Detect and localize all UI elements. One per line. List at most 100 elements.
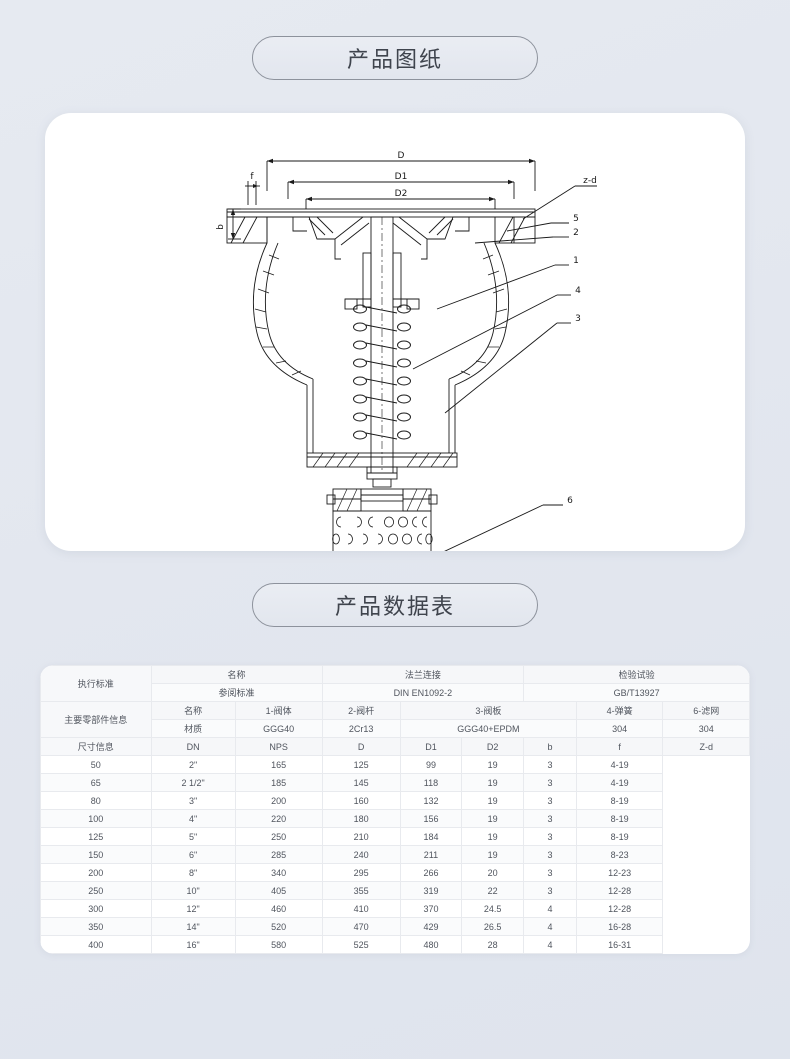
std-name-label: 名称 (150, 665, 323, 684)
cell-nps: 3" (150, 791, 236, 810)
cell-nps: 4" (150, 809, 236, 828)
product-data-table-card: 执行标准 名称 法兰连接 检验试验 参阅标准 DIN EN1092-2 GB/T… (40, 665, 750, 954)
col-header-d: D (321, 737, 401, 756)
cell-dn: 125 (40, 827, 152, 846)
cell-d: 460 (234, 899, 323, 918)
cell-zd: 16-31 (575, 935, 664, 954)
std-flange-label: 法兰连接 (321, 665, 525, 684)
cell-nps: 14" (150, 917, 236, 936)
cell-d: 520 (234, 917, 323, 936)
cell-f: 3 (523, 827, 577, 846)
comp-2-name: 2-阀杆 (321, 701, 401, 720)
cell-d1: 295 (321, 863, 401, 882)
cell-dn: 100 (40, 809, 152, 828)
col-header-zd: Z-d (662, 737, 750, 756)
cell-nps: 5" (150, 827, 236, 846)
cell-f: 3 (523, 881, 577, 900)
col-header-d2: D2 (461, 737, 525, 756)
section-title-drawing: 产品图纸 (252, 36, 538, 80)
cell-f: 3 (523, 845, 577, 864)
col-header-f: f (575, 737, 664, 756)
cell-nps: 8" (150, 863, 236, 882)
comp-4-material: 304 (575, 719, 664, 738)
cell-b: 19 (461, 755, 525, 774)
rowlabel-components: 主要零部件信息 (40, 701, 152, 738)
rowlabel-dimensions: 尺寸信息 (40, 737, 152, 756)
cell-d1: 160 (321, 791, 401, 810)
col-header-nps: NPS (234, 737, 323, 756)
col-header-dn: DN (150, 737, 236, 756)
std-ref-label: 参阅标准 (150, 683, 323, 702)
cell-zd: 16-28 (575, 917, 664, 936)
cell-b: 20 (461, 863, 525, 882)
cell-d: 220 (234, 809, 323, 828)
valve-technical-drawing: D D1 D2 z-d b f 5 2 1 4 3 6 (216, 151, 597, 551)
cell-f: 3 (523, 809, 577, 828)
cell-dn: 250 (40, 881, 152, 900)
cell-d2: 184 (399, 827, 463, 846)
comp-2-material: 2Cr13 (321, 719, 401, 738)
dim-label-zd: z-d (583, 176, 597, 186)
cell-d2: 132 (399, 791, 463, 810)
cell-d1: 145 (321, 773, 401, 792)
comp-1-name: 1-阀体 (234, 701, 323, 720)
comp-6-name: 6-滤网 (662, 701, 750, 720)
cell-dn: 300 (40, 899, 152, 918)
cell-zd: 8-19 (575, 827, 664, 846)
cell-dn: 400 (40, 935, 152, 954)
callout-1: 1 (573, 256, 579, 266)
cell-b: 19 (461, 809, 525, 828)
cell-d1: 355 (321, 881, 401, 900)
cell-b: 19 (461, 791, 525, 810)
dim-label-d: D (398, 151, 405, 161)
table-row: 执行标准 名称 法兰连接 检验试验 (40, 665, 750, 702)
cell-d1: 525 (321, 935, 401, 954)
cell-nps: 12" (150, 899, 236, 918)
cell-d: 405 (234, 881, 323, 900)
cell-d2: 429 (399, 917, 463, 936)
cell-dn: 200 (40, 863, 152, 882)
callout-6: 6 (567, 496, 573, 506)
table-header-row: 尺寸信息 DN NPS D D1 D2 b f Z-d (40, 737, 750, 756)
cell-zd: 12-28 (575, 899, 664, 918)
table-row: 主要零部件信息 名称 1-阀体 2-阀杆 3-阀板 4-弹簧 6-滤网 (40, 701, 750, 738)
cell-d2: 156 (399, 809, 463, 828)
cell-f: 3 (523, 791, 577, 810)
cell-dn: 65 (40, 773, 152, 792)
section-title-data-table: 产品数据表 (252, 583, 538, 627)
cell-d1: 125 (321, 755, 401, 774)
table-row: 材质 GGG40 2Cr13 GGG40+EPDM 304 304 (41, 719, 750, 738)
cell-d2: 99 (399, 755, 463, 774)
cell-f: 3 (523, 863, 577, 882)
callout-2: 2 (573, 228, 579, 238)
cell-d: 580 (234, 935, 323, 954)
dim-label-d1: D1 (395, 172, 408, 182)
col-header-b: b (523, 737, 577, 756)
cell-d2: 319 (399, 881, 463, 900)
cell-d1: 210 (321, 827, 401, 846)
cell-f: 4 (523, 935, 577, 954)
cell-d1: 240 (321, 845, 401, 864)
cell-zd: 4-19 (575, 773, 664, 792)
cell-d2: 370 (399, 899, 463, 918)
cell-d: 165 (234, 755, 323, 774)
dim-label-d2: D2 (395, 189, 408, 199)
dim-label-f: f (250, 172, 254, 182)
cell-d1: 180 (321, 809, 401, 828)
comp-material-label: 材质 (150, 719, 236, 738)
cell-nps: 6" (150, 845, 236, 864)
std-test-value: GB/T13927 (523, 683, 750, 702)
cell-b: 26.5 (461, 917, 525, 936)
cell-d1: 410 (321, 899, 401, 918)
cell-b: 19 (461, 827, 525, 846)
section-title-data-table-label: 产品数据表 (334, 595, 455, 620)
cell-nps: 2 1/2" (150, 773, 236, 792)
cell-zd: 12-23 (575, 863, 664, 882)
